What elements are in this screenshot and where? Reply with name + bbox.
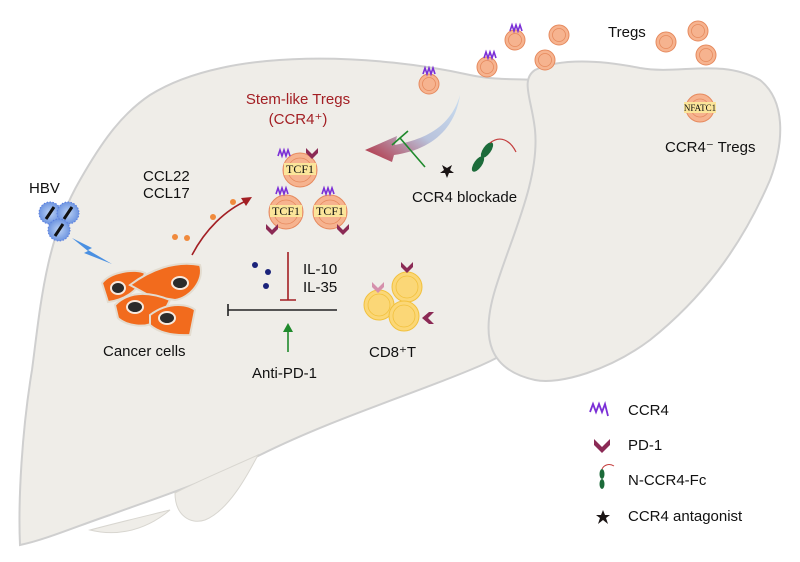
ccr4-blockade-label: CCR4 blockade: [412, 189, 517, 206]
liver-right-lobe: [487, 60, 782, 382]
lightning-bolt-icon: [72, 238, 112, 264]
liver-bottom-lobe: [89, 509, 171, 534]
treg-cell: [418, 73, 440, 95]
migration-arrow: [365, 95, 460, 162]
ccl22-label: CCL22: [143, 168, 190, 185]
legend-item-pd1: PD-1: [594, 437, 662, 454]
recruit-arrow-head: [241, 197, 252, 206]
n-ccr4-fc-icon: [601, 464, 615, 470]
il-inhibition-symbol: [280, 252, 296, 301]
ccl17-label: CCL17: [143, 185, 190, 202]
liver-left-lobe: [18, 57, 609, 547]
legend-item-ccr4: CCR4: [589, 400, 669, 419]
treg-cell: [534, 49, 556, 71]
tregs-label: Tregs: [608, 24, 646, 41]
ccr4-antagonist-star-icon: [440, 165, 454, 178]
stem-like-tregs-label: Stem-like Tregs: [246, 91, 350, 108]
anti-pd1-arrow-head: [283, 323, 293, 332]
nfatc1-label: NFATC1: [684, 103, 716, 113]
anti-pd1-label: Anti-PD-1: [252, 365, 317, 382]
legend-label: CCR4: [628, 402, 669, 419]
treg-cell: [655, 31, 677, 53]
pd1-receptor-icon: [594, 439, 610, 453]
ccr4-receptor-icon: [589, 400, 609, 417]
tcf1-label: TCF1: [272, 204, 300, 218]
tcf1-label: TCF1: [286, 162, 314, 176]
treg-cell: [504, 29, 526, 51]
cancer-cells-label: Cancer cells: [103, 343, 186, 360]
n-ccr4-fc-icon: [471, 138, 517, 172]
legend-label: PD-1: [628, 437, 662, 454]
il10-label: IL-10: [303, 261, 337, 278]
treg-cell: [687, 20, 709, 42]
legend-item-n-ccr4-fc: N-CCR4-Fc: [599, 464, 707, 489]
cd8t-label: CD8⁺T: [369, 344, 416, 361]
tcf1-label: TCF1: [316, 204, 344, 218]
hbv-label: HBV: [29, 180, 60, 197]
legend-label: N-CCR4-Fc: [628, 472, 707, 489]
recruit-arrow: [191, 199, 249, 256]
hbv-virus-icon: [38, 201, 80, 242]
cytokine-dots: [252, 262, 271, 289]
legend-item-ccr4-antagonist: CCR4 antagonist: [596, 508, 743, 525]
cd8-kill-inhibit-line: [227, 304, 337, 316]
ccr4-neg-tregs-label: CCR4⁻ Tregs: [665, 139, 755, 156]
inhibit-migration-symbol: [391, 130, 426, 168]
chemokine-dots: [172, 199, 236, 241]
il35-label: IL-35: [303, 279, 337, 296]
star-icon: [596, 510, 610, 524]
legend-label: CCR4 antagonist: [628, 508, 743, 525]
stem-like-tregs-sub-label: (CCR4⁺): [269, 111, 328, 128]
treg-cell: [548, 24, 570, 46]
cancer-cells: [100, 262, 202, 337]
legend: CCR4 PD-1 N-CCR4-Fc CCR4 antagonist: [589, 400, 743, 525]
ccr4-neg-treg-cell: NFATC1: [684, 93, 716, 123]
treg-cell: [695, 44, 717, 66]
treg-cell: [476, 56, 498, 78]
liver-caudate-lobe: [174, 453, 260, 522]
cd8-t-cells: [363, 262, 434, 332]
stem-like-treg-cluster: TCF1 TCF1 TCF1: [266, 148, 349, 235]
